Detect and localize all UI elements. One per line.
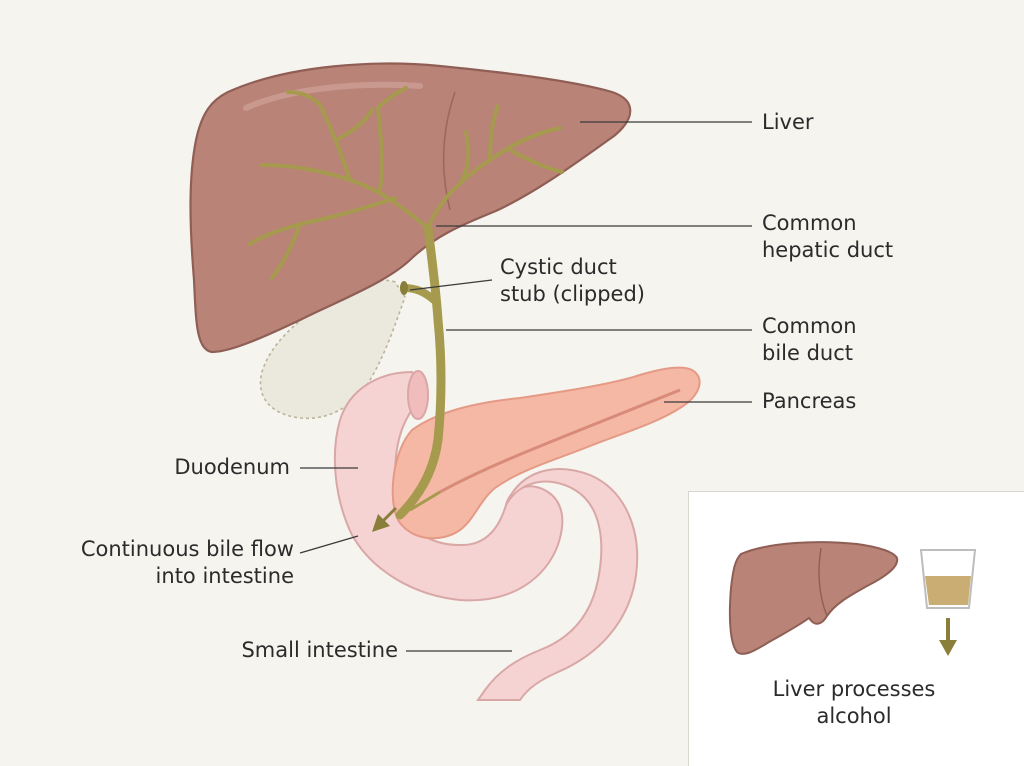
label-duodenum: Duodenum <box>174 455 290 479</box>
label-bile-flow: Continuous bile flow into intestine <box>80 537 294 588</box>
label-small-intestine: Small intestine <box>241 638 398 662</box>
liver-shape <box>189 62 632 354</box>
label-common-bile-duct: Common bile duct <box>762 314 857 365</box>
intrahepatic-bile-branches <box>248 86 564 280</box>
inset-caption: Liver processes alcohol <box>772 677 936 728</box>
leader-lines <box>299 121 752 652</box>
liver-icon <box>728 541 899 655</box>
label-pancreas: Pancreas <box>762 389 857 413</box>
glass-liquid <box>925 576 971 605</box>
liver-icon-fissure <box>818 547 828 617</box>
label-cystic-duct-stub: Cystic duct stub (clipped) <box>500 255 646 306</box>
liver-highlight <box>243 81 423 111</box>
duodenum-cut-end <box>407 370 429 420</box>
arrow-down-icon-head <box>939 640 957 656</box>
pancreas-shape <box>391 366 701 540</box>
label-liver: Liver <box>762 110 814 134</box>
cystic-duct-stub <box>400 284 438 304</box>
inset-illustration <box>728 541 977 656</box>
common-bile-duct <box>395 223 446 520</box>
bile-flow-arrow-secondary <box>409 490 441 512</box>
cystic-duct-clip <box>400 281 408 295</box>
inset-panel: Liver processes alcohol <box>688 491 1024 766</box>
small-intestine-shape <box>476 468 639 701</box>
pancreatic-duct <box>439 388 681 494</box>
label-common-hepatic-duct: Common hepatic duct <box>762 211 894 262</box>
bile-flow-arrowhead <box>372 514 390 532</box>
